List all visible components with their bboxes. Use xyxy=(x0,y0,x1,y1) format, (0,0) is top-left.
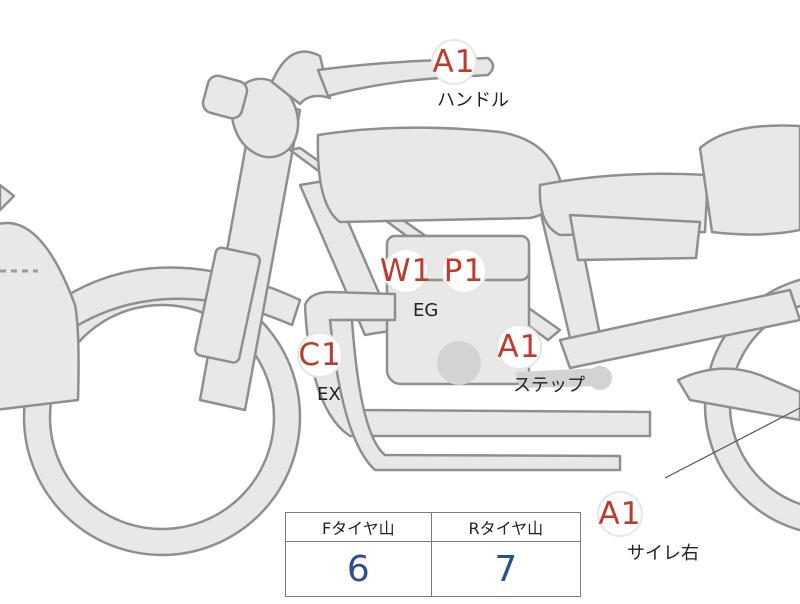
tire-table-value-row: 6 7 xyxy=(285,541,582,597)
label-handle: ハンドル xyxy=(437,90,509,111)
leader-line xyxy=(664,407,800,479)
footstep-pivot xyxy=(588,366,612,390)
headlight-mount xyxy=(201,74,249,120)
left-partial-shape xyxy=(0,183,16,212)
marker-step: A1 xyxy=(496,324,542,370)
front-tire-value: 6 xyxy=(285,541,432,597)
rear-tire-value: 7 xyxy=(430,541,582,597)
swing-arm xyxy=(558,288,800,370)
left-partial-body xyxy=(0,221,80,411)
tail-cowl xyxy=(698,124,800,236)
marker-exhaust-code: C1 xyxy=(298,336,342,373)
exhaust-pipe-lower xyxy=(328,318,622,472)
label-right-muffler: サイレ右 xyxy=(627,543,699,564)
engine-cover xyxy=(437,341,481,385)
marker-right-muffler: A1 xyxy=(597,491,643,537)
marker-engine-w-code: W1 xyxy=(379,252,433,289)
marker-handle: A1 xyxy=(431,39,477,85)
tire-tread-table: Fタイヤ山 Rタイヤ山 6 7 xyxy=(285,512,582,597)
side-cover xyxy=(568,213,702,262)
headlight xyxy=(230,77,300,159)
fuel-tank xyxy=(316,126,562,224)
label-exhaust: EX xyxy=(317,384,341,405)
marker-handle-code: A1 xyxy=(432,43,476,80)
tire-table-header-row: Fタイヤ山 Rタイヤ山 xyxy=(285,512,582,542)
marker-engine-w: W1 xyxy=(379,248,433,294)
marker-engine-p: P1 xyxy=(441,248,487,294)
front-tire-header: Fタイヤ山 xyxy=(285,512,432,542)
right-muffler xyxy=(676,367,800,422)
label-engine: EG xyxy=(413,300,439,321)
marker-engine-p-code: P1 xyxy=(443,252,485,289)
footstep xyxy=(515,368,608,388)
marker-step-code: A1 xyxy=(497,328,541,365)
marker-right-muffler-code: A1 xyxy=(598,495,642,532)
rear-tire-header: Rタイヤ山 xyxy=(430,512,582,542)
label-step: ステップ xyxy=(513,375,585,396)
fork-boot xyxy=(193,246,262,364)
marker-exhaust: C1 xyxy=(297,332,343,378)
